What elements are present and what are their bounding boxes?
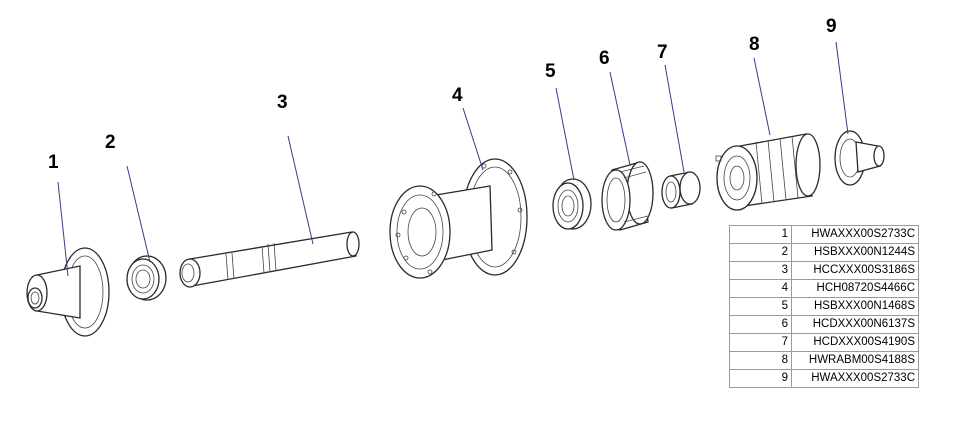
callout-7: 7 [657,42,668,63]
part-number: 5 [729,297,792,316]
part-number: 8 [729,351,792,370]
callout-1: 1 [48,152,59,173]
part-number: 7 [729,333,792,352]
axle-icon [179,231,360,288]
part-code: HSBXXX00N1244S [791,243,919,262]
part-number: 2 [729,243,792,262]
hub-shell-icon [389,158,528,279]
leader-lines [57,41,849,277]
callout-2: 2 [105,132,116,153]
part-number: 4 [729,279,792,298]
part-code: HCDXXX00N6137S [791,315,919,334]
part-code: HWRABM00S4188S [791,351,919,370]
spacer-icon [661,171,701,209]
bearing-left-icon [126,255,167,301]
part-number: 9 [729,369,792,388]
part-number: 3 [729,261,792,280]
callout-4: 4 [452,85,463,106]
part-code: HWAXXX00S2733C [791,369,919,388]
part-code: HSBXXX00N1468S [791,297,919,316]
bearing-right-icon [552,178,592,230]
callout-5: 5 [545,61,556,82]
part-number: 1 [729,225,792,244]
part-number: 6 [729,315,792,334]
part-code: HCH08720S4466C [791,279,919,298]
end-cap-right-icon [834,130,885,186]
end-cap-left-icon [26,247,110,337]
callout-8: 8 [749,34,760,55]
driver-bearing-icon [601,161,654,231]
part-code: HCDXXX00S4190S [791,333,919,352]
freehub-body-icon [715,133,821,211]
part-code: HWAXXX00S2733C [791,225,919,244]
callout-9: 9 [826,16,837,37]
part-code: HCCXXX00S3186S [791,261,919,280]
callout-3: 3 [277,92,288,113]
callout-6: 6 [599,48,610,69]
